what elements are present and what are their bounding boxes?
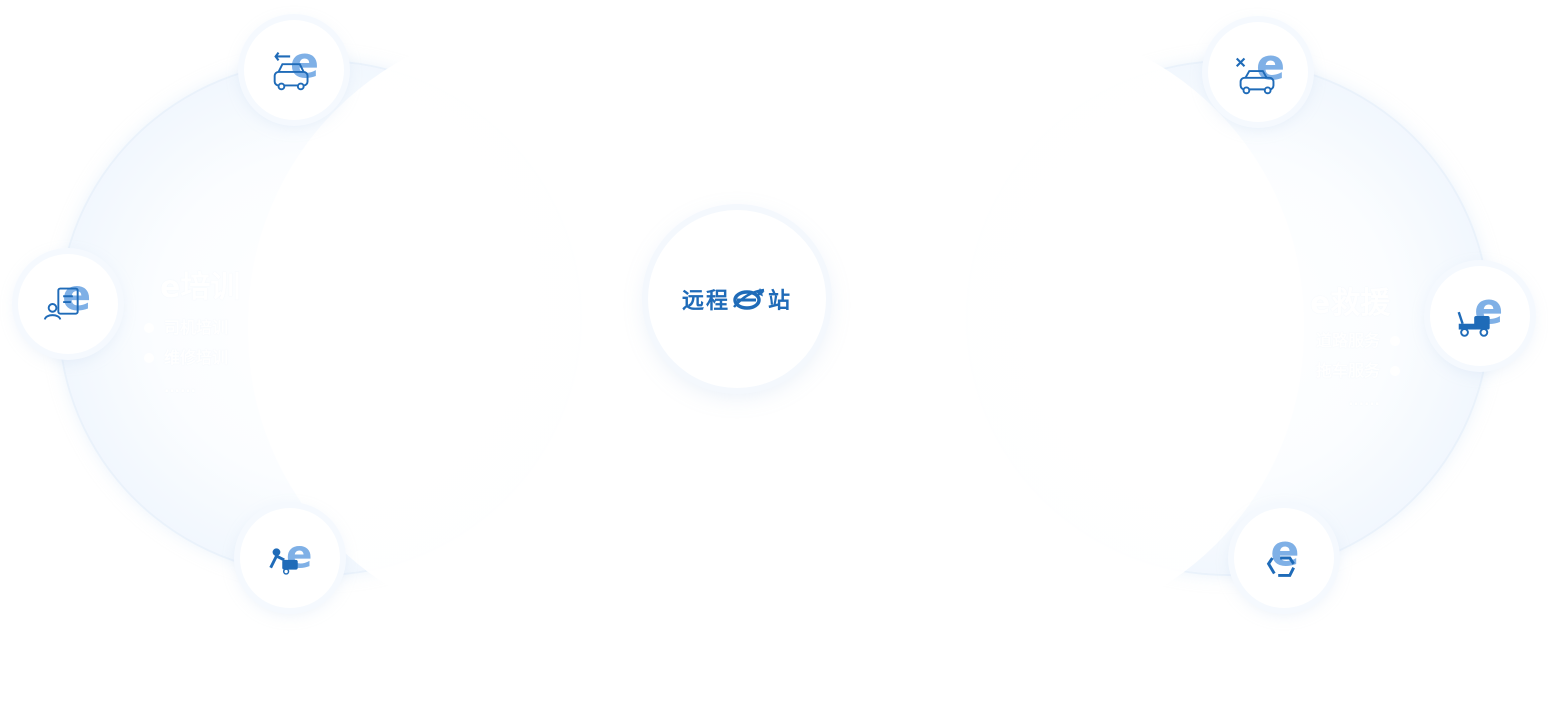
list-item: 司机培训: [144, 313, 228, 343]
list-item: ......: [144, 373, 228, 403]
car-maintenance-icon: e: [269, 533, 312, 578]
list-item: 拖车服务: [1316, 356, 1401, 386]
car-service-icon: e: [1235, 43, 1285, 95]
bullet-dot: [144, 323, 154, 333]
node-maintenance[interactable]: e: [240, 508, 340, 608]
left-section-list: 司机培训 维修培训 ......: [144, 313, 228, 403]
node-rescue[interactable]: e: [1430, 266, 1530, 366]
driver-training-icon: e: [43, 275, 91, 321]
brand-logo: 远程 站: [681, 288, 793, 314]
svg-text:e: e: [1256, 43, 1285, 91]
car-repair-wrench-icon: e: [273, 41, 319, 91]
node-car-service[interactable]: e: [1208, 22, 1308, 122]
more-ellipsis: ......: [1348, 393, 1381, 409]
node-training[interactable]: e: [18, 254, 118, 354]
bullet-dot: [1390, 366, 1401, 376]
node-repair[interactable]: e: [244, 20, 344, 120]
center-badge[interactable]: 远程 站: [648, 210, 826, 388]
node-recycle[interactable]: e: [1234, 508, 1334, 608]
svg-text:e: e: [286, 533, 312, 578]
bullet-dot: [1390, 336, 1401, 346]
list-item: 道路服务: [1316, 326, 1401, 356]
svg-text:e: e: [1270, 529, 1299, 577]
recycle-icon: e: [1266, 529, 1299, 577]
tow-truck-icon: e: [1457, 287, 1503, 337]
right-section-title: e救援: [1310, 286, 1391, 321]
more-ellipsis: ......: [164, 380, 196, 396]
e-logo-icon: [733, 288, 765, 310]
bullet-dot: [144, 353, 154, 363]
left-section-title: e培训: [160, 270, 241, 305]
right-section-list: 道路服务 拖车服务 ......: [1316, 326, 1401, 416]
list-item: 维修培训: [144, 343, 228, 373]
list-item: ......: [1316, 386, 1400, 416]
